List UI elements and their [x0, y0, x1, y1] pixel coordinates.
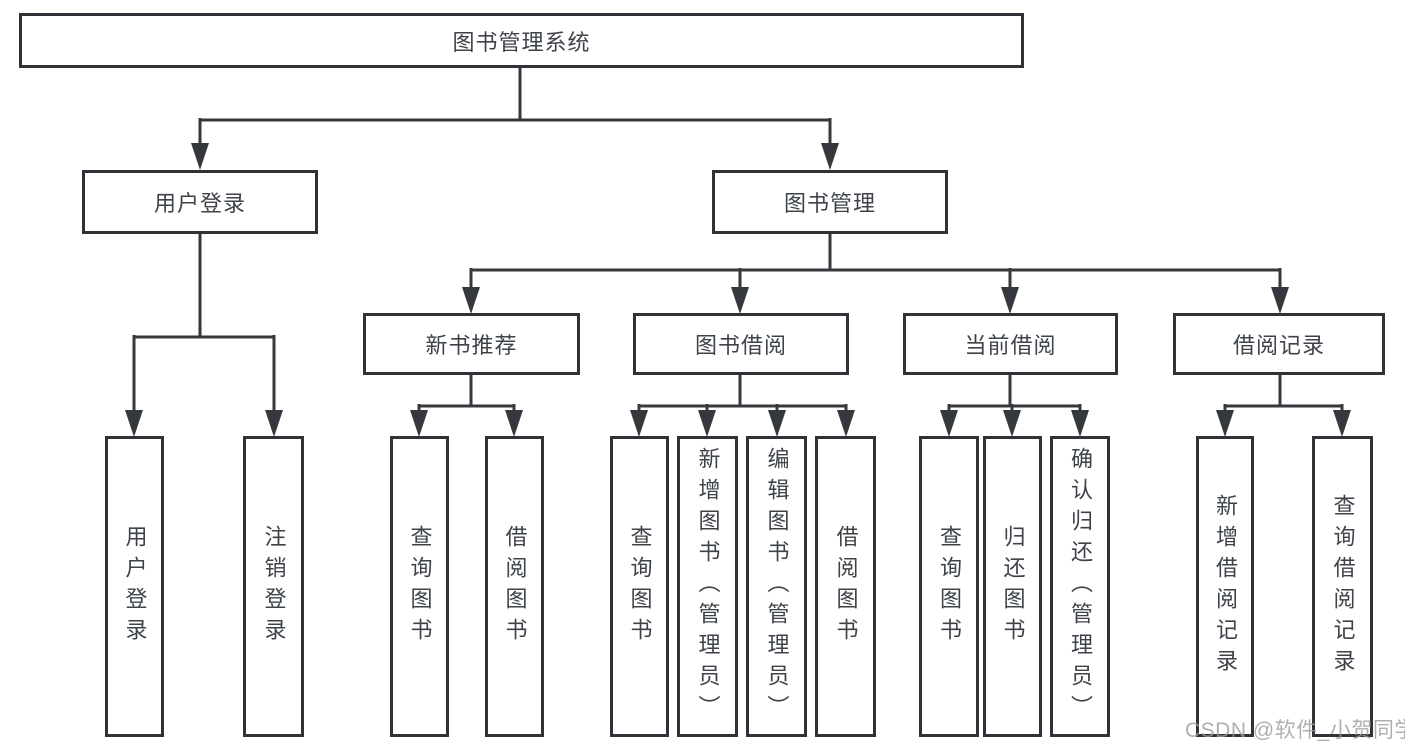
leaf-user-login: 用户登录 — [105, 436, 164, 737]
csdn-watermark: CSDN @软件_小贺同学 — [1185, 719, 1405, 742]
leaf-edit-book-admin-label: 编辑图书（管理员） — [764, 447, 790, 726]
leaf-confirm-return-admin: 确认归还（管理员） — [1050, 436, 1110, 737]
leaf-confirm-return-admin-label: 确认归还（管理员） — [1068, 447, 1093, 726]
arrowhead — [410, 410, 428, 437]
connector-borrow-records — [1223, 375, 1344, 412]
arrowhead — [837, 410, 855, 437]
leaf-borrow-books-recommend: 借阅图书 — [485, 436, 544, 737]
arrowhead — [1071, 410, 1089, 437]
connector-book-borrow — [637, 375, 848, 412]
arrowhead — [698, 410, 716, 437]
arrowhead — [125, 410, 143, 437]
leaf-borrow-books-label: 借阅图书 — [833, 524, 859, 649]
arrowhead — [1333, 410, 1351, 437]
leaf-edit-book-admin: 编辑图书（管理员） — [746, 436, 807, 737]
leaf-add-book-admin: 新增图书（管理员） — [677, 436, 738, 737]
leaf-query-books-borrow: 查询图书 — [610, 436, 669, 737]
leaf-return-books-label: 归还图书 — [1000, 524, 1026, 649]
leaf-return-books: 归还图书 — [983, 436, 1042, 737]
node-current-borrow: 当前借阅 — [903, 313, 1118, 375]
node-new-book-recommend: 新书推荐 — [363, 313, 580, 375]
node-library-system: 图书管理系统 — [19, 13, 1024, 68]
arrowhead — [731, 287, 749, 314]
leaf-query-books-borrow-label: 查询图书 — [627, 524, 653, 649]
leaf-add-borrow-record: 新增借阅记录 — [1196, 436, 1254, 737]
leaf-borrow-books-recommend-label: 借阅图书 — [502, 524, 528, 649]
arrowhead — [462, 287, 480, 314]
leaf-query-books-recommend: 查询图书 — [390, 436, 449, 737]
connector-root — [198, 68, 832, 145]
leaf-query-borrow-record-label: 查询借阅记录 — [1330, 493, 1356, 680]
connector-book-management — [469, 234, 1282, 290]
leaf-query-borrow-record: 查询借阅记录 — [1312, 436, 1373, 737]
node-book-borrow: 图书借阅 — [633, 313, 849, 375]
leaf-add-borrow-record-label: 新增借阅记录 — [1213, 493, 1238, 680]
arrowhead — [1216, 410, 1234, 437]
connector-current-borrow — [947, 375, 1082, 412]
leaf-query-books-recommend-label: 查询图书 — [407, 524, 433, 649]
leaf-logout: 注销登录 — [243, 436, 304, 737]
arrowhead — [940, 410, 958, 437]
connector-new-book-recommend — [417, 375, 516, 412]
leaf-add-book-admin-label: 新增图书（管理员） — [695, 447, 721, 726]
arrowhead — [768, 410, 786, 437]
arrowhead — [1271, 287, 1289, 314]
leaf-query-books-current-label: 查询图书 — [937, 524, 962, 649]
leaf-logout-label: 注销登录 — [261, 524, 287, 649]
arrowhead — [821, 143, 839, 170]
leaf-borrow-books: 借阅图书 — [815, 436, 876, 737]
arrowhead — [265, 410, 283, 437]
connector-user-login — [132, 234, 276, 412]
node-book-management: 图书管理 — [712, 170, 948, 234]
node-borrow-records: 借阅记录 — [1173, 313, 1385, 375]
leaf-query-books-current: 查询图书 — [919, 436, 979, 737]
arrowhead — [191, 143, 209, 170]
arrowhead — [630, 410, 648, 437]
arrowhead — [505, 410, 523, 437]
arrowhead — [1003, 410, 1021, 437]
node-user-login: 用户登录 — [82, 170, 318, 234]
arrowhead — [1001, 287, 1019, 314]
leaf-user-login-label: 用户登录 — [122, 524, 148, 649]
